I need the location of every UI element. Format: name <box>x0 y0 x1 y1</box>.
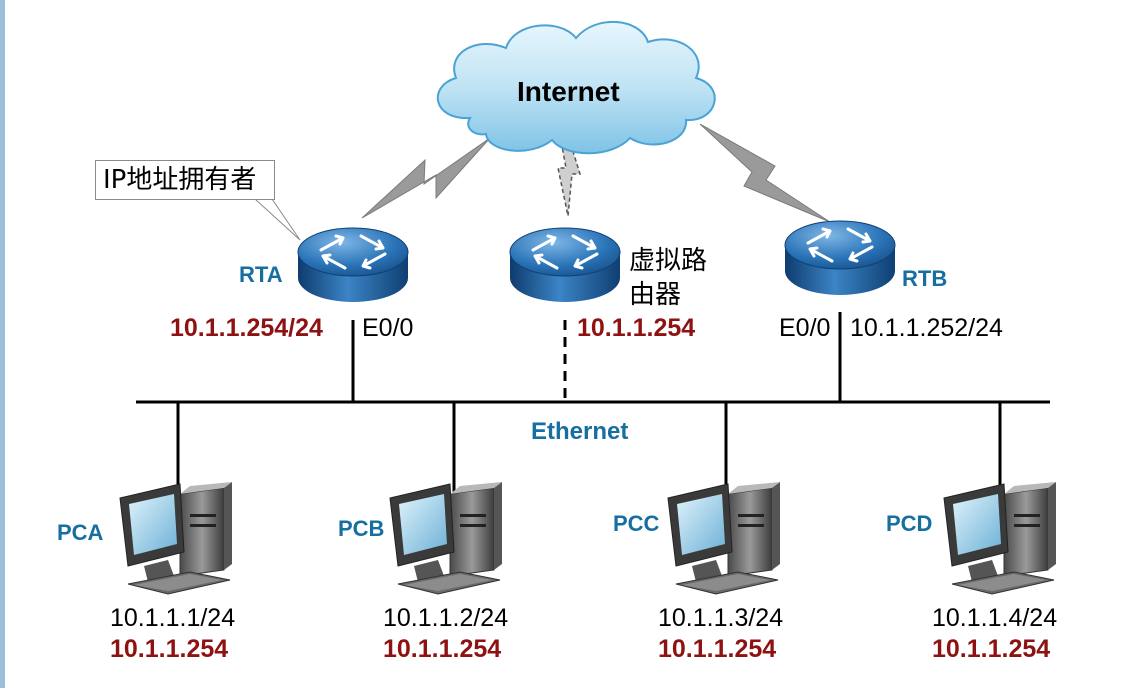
internet-cloud-icon <box>436 20 716 155</box>
rtb-label: RTB <box>902 266 948 291</box>
rta-wan-lightning-icon <box>361 137 491 219</box>
pca-ip: 10.1.1.1/24 <box>110 604 236 632</box>
pcb-computer-icon[interactable] <box>389 481 503 595</box>
virtual-router-ip: 10.1.1.254 <box>577 314 696 342</box>
callout-pointer <box>253 198 301 241</box>
pcc-gateway: 10.1.1.254 <box>658 635 777 663</box>
rta-ip: 10.1.1.254/24 <box>170 314 323 342</box>
virtual-router-label-line1: 虚拟路 <box>629 246 708 276</box>
pcb-label: PCB <box>338 516 385 541</box>
virtual-router-icon[interactable] <box>508 226 622 304</box>
rtb-wan-lightning-icon <box>699 123 831 223</box>
pcd-ip: 10.1.1.4/24 <box>932 604 1058 632</box>
ip-owner-callout: IP地址拥有者 <box>95 160 275 200</box>
pcc-ip: 10.1.1.3/24 <box>658 604 784 632</box>
rtb-interface: E0/0 <box>779 314 831 342</box>
rta-label: RTA <box>239 262 283 287</box>
pcb-ip: 10.1.1.2/24 <box>383 604 509 632</box>
internet-label: Internet <box>517 76 620 107</box>
rtb-router-icon[interactable] <box>783 219 897 297</box>
pca-gateway: 10.1.1.254 <box>110 635 229 663</box>
virtual-router-label-line2: 由器 <box>629 280 682 310</box>
pcd-computer-icon[interactable] <box>943 481 1057 595</box>
virtual-router-dashed-lightning-icon <box>557 134 582 217</box>
left-edge-bar <box>0 0 5 688</box>
pcc-computer-icon[interactable] <box>667 481 781 595</box>
pcb-gateway: 10.1.1.254 <box>383 635 502 663</box>
rta-interface: E0/0 <box>362 314 414 342</box>
rtb-ip: 10.1.1.252/24 <box>850 314 1003 342</box>
pcc-label: PCC <box>613 511 660 536</box>
pca-label: PCA <box>57 520 104 545</box>
rta-router-icon[interactable] <box>296 226 410 304</box>
pcd-gateway: 10.1.1.254 <box>932 635 1051 663</box>
pca-computer-icon[interactable] <box>119 481 233 595</box>
pcd-label: PCD <box>886 511 933 536</box>
ethernet-label: Ethernet <box>531 418 629 445</box>
